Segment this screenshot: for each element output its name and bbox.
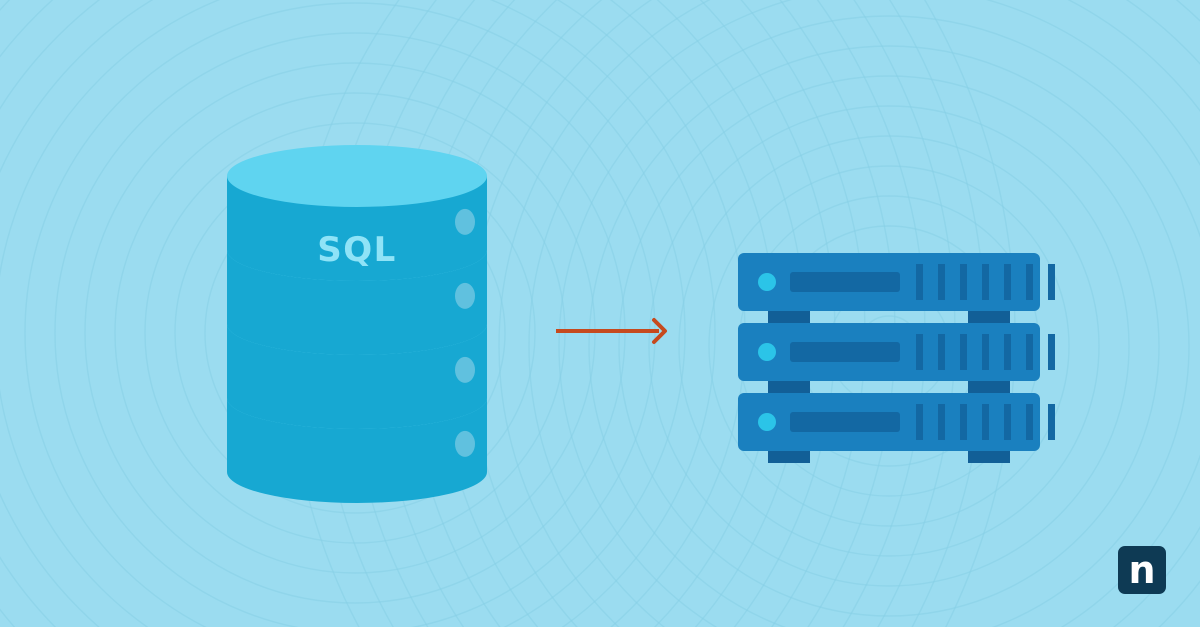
- server-vent-slot: [1004, 404, 1011, 440]
- server-led-icon: [758, 273, 776, 291]
- server-vent-slot: [916, 334, 923, 370]
- server-vent-slot: [982, 334, 989, 370]
- server-led-icon: [758, 413, 776, 431]
- server-vent-slot: [982, 404, 989, 440]
- arrow-head-icon: [652, 318, 667, 344]
- server-vent-slot: [982, 264, 989, 300]
- server-vent-slot: [1026, 334, 1033, 370]
- server-drive-bay: [790, 342, 900, 362]
- server-vent-slot: [1048, 264, 1055, 300]
- server-rack[interactable]: [738, 253, 1055, 463]
- server-rings-ring: [558, 15, 1200, 627]
- server-vent-slot: [916, 404, 923, 440]
- server-vent-slot: [1004, 334, 1011, 370]
- server-connector: [968, 381, 1010, 394]
- server-vent-slot: [1026, 264, 1033, 300]
- server-rings-ring: [588, 45, 1190, 627]
- server-rings-ring: [528, 0, 1200, 627]
- server-led-icon: [758, 343, 776, 361]
- server-drive-bay: [790, 412, 900, 432]
- server-connector: [768, 311, 810, 324]
- server-connector: [768, 381, 810, 394]
- server-drive-bay: [790, 272, 900, 292]
- server-vent-slot: [960, 334, 967, 370]
- database-rings-ring: [24, 2, 686, 627]
- server-vent-slot: [1048, 334, 1055, 370]
- server-connector: [968, 311, 1010, 324]
- server-rings-ring: [678, 135, 1100, 557]
- logo-letter-n: n: [1128, 548, 1155, 592]
- server-rings-ring: [708, 165, 1070, 527]
- db-status-dot: [455, 208, 475, 235]
- db-status-dot: [455, 282, 475, 309]
- logo-box[interactable]: [1118, 546, 1166, 594]
- sql-database-stack[interactable]: [227, 145, 487, 503]
- db-status-dot: [455, 430, 475, 457]
- server-foot-right: [968, 451, 1010, 463]
- server-foot-left: [768, 451, 810, 463]
- ninjaone-logo[interactable]: n: [1118, 546, 1166, 594]
- server-vent-slot: [960, 404, 967, 440]
- migration-arrow: [556, 318, 667, 344]
- server-vent-slot: [1026, 404, 1033, 440]
- server-rings-ring: [618, 75, 1160, 617]
- server-vent-slot: [1004, 264, 1011, 300]
- db-status-dot: [455, 356, 475, 383]
- server-vent-slot: [938, 264, 945, 300]
- db-tier-top-disc: [227, 145, 487, 207]
- server-rings-ring: [498, 0, 1200, 627]
- server-vent-slot: [938, 334, 945, 370]
- server-vent-slot: [938, 404, 945, 440]
- sql-label: SQL: [317, 230, 397, 270]
- server-vent-slot: [1048, 404, 1055, 440]
- server-vent-slot: [960, 264, 967, 300]
- server-vent-slot: [916, 264, 923, 300]
- database-rings-ring: [0, 0, 716, 627]
- server-rings-ring: [648, 105, 1130, 587]
